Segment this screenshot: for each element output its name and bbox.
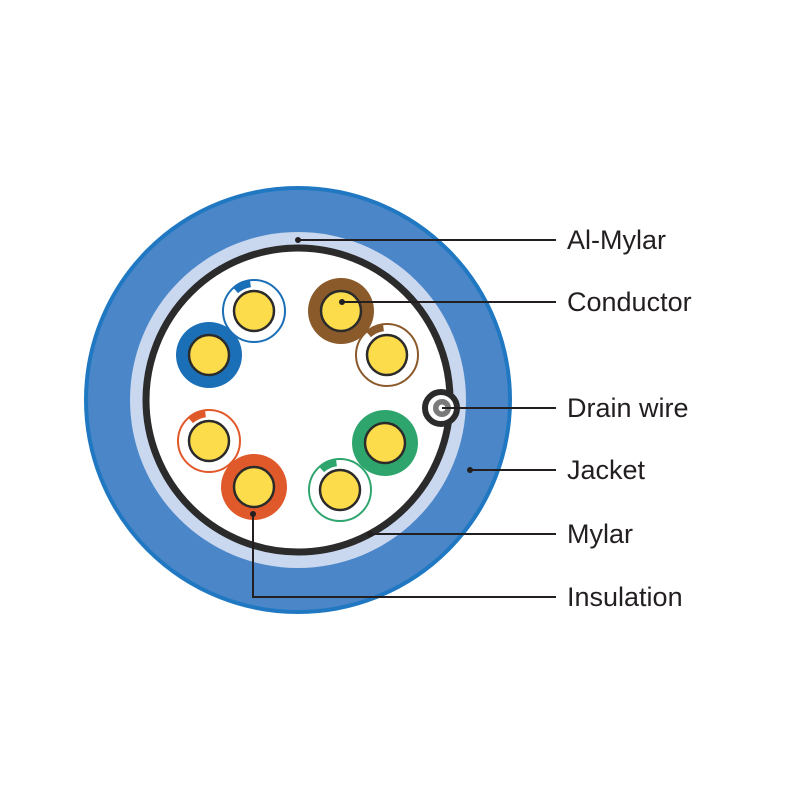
leader-dot-insulation bbox=[250, 511, 256, 517]
label-conductor: Conductor bbox=[567, 287, 692, 317]
label-al-mylar: Al-Mylar bbox=[567, 225, 666, 255]
stripe-orange-stripe bbox=[188, 410, 206, 424]
label-insulation: Insulation bbox=[567, 582, 683, 612]
leader-dot-conductor bbox=[339, 299, 345, 305]
copper-orange-stripe bbox=[187, 419, 231, 463]
label-drain-wire: Drain wire bbox=[567, 393, 689, 423]
label-mylar: Mylar bbox=[567, 519, 633, 549]
conductor-green-solid bbox=[352, 410, 418, 476]
leader-dot-al-mylar bbox=[295, 237, 301, 243]
conductor-orange-solid bbox=[221, 454, 287, 520]
copper-green-stripe bbox=[318, 468, 362, 512]
conductor-green-stripe bbox=[308, 458, 372, 522]
leader-dot-mylar bbox=[367, 531, 373, 537]
conductor-blue-solid bbox=[176, 322, 242, 388]
leader-dot-jacket bbox=[467, 467, 473, 473]
label-jacket: Jacket bbox=[567, 455, 646, 485]
conductor-orange-stripe bbox=[177, 409, 241, 473]
copper-orange-solid bbox=[232, 465, 276, 509]
stripe-blue-stripe bbox=[233, 280, 251, 294]
copper-blue-stripe bbox=[232, 289, 276, 333]
stripe-green-stripe bbox=[319, 459, 337, 473]
conductor-blue-stripe bbox=[222, 279, 286, 343]
copper-blue-solid bbox=[187, 333, 231, 377]
al-mylar-shield bbox=[142, 244, 454, 556]
conductor-brown-stripe bbox=[355, 323, 419, 387]
copper-brown-solid bbox=[319, 289, 363, 333]
conductor-group bbox=[176, 278, 419, 522]
leader-lines bbox=[250, 237, 556, 598]
leader-insulation bbox=[252, 514, 556, 598]
copper-brown-stripe bbox=[365, 333, 409, 377]
copper-green-solid bbox=[363, 421, 407, 465]
stripe-brown-stripe bbox=[366, 324, 384, 338]
